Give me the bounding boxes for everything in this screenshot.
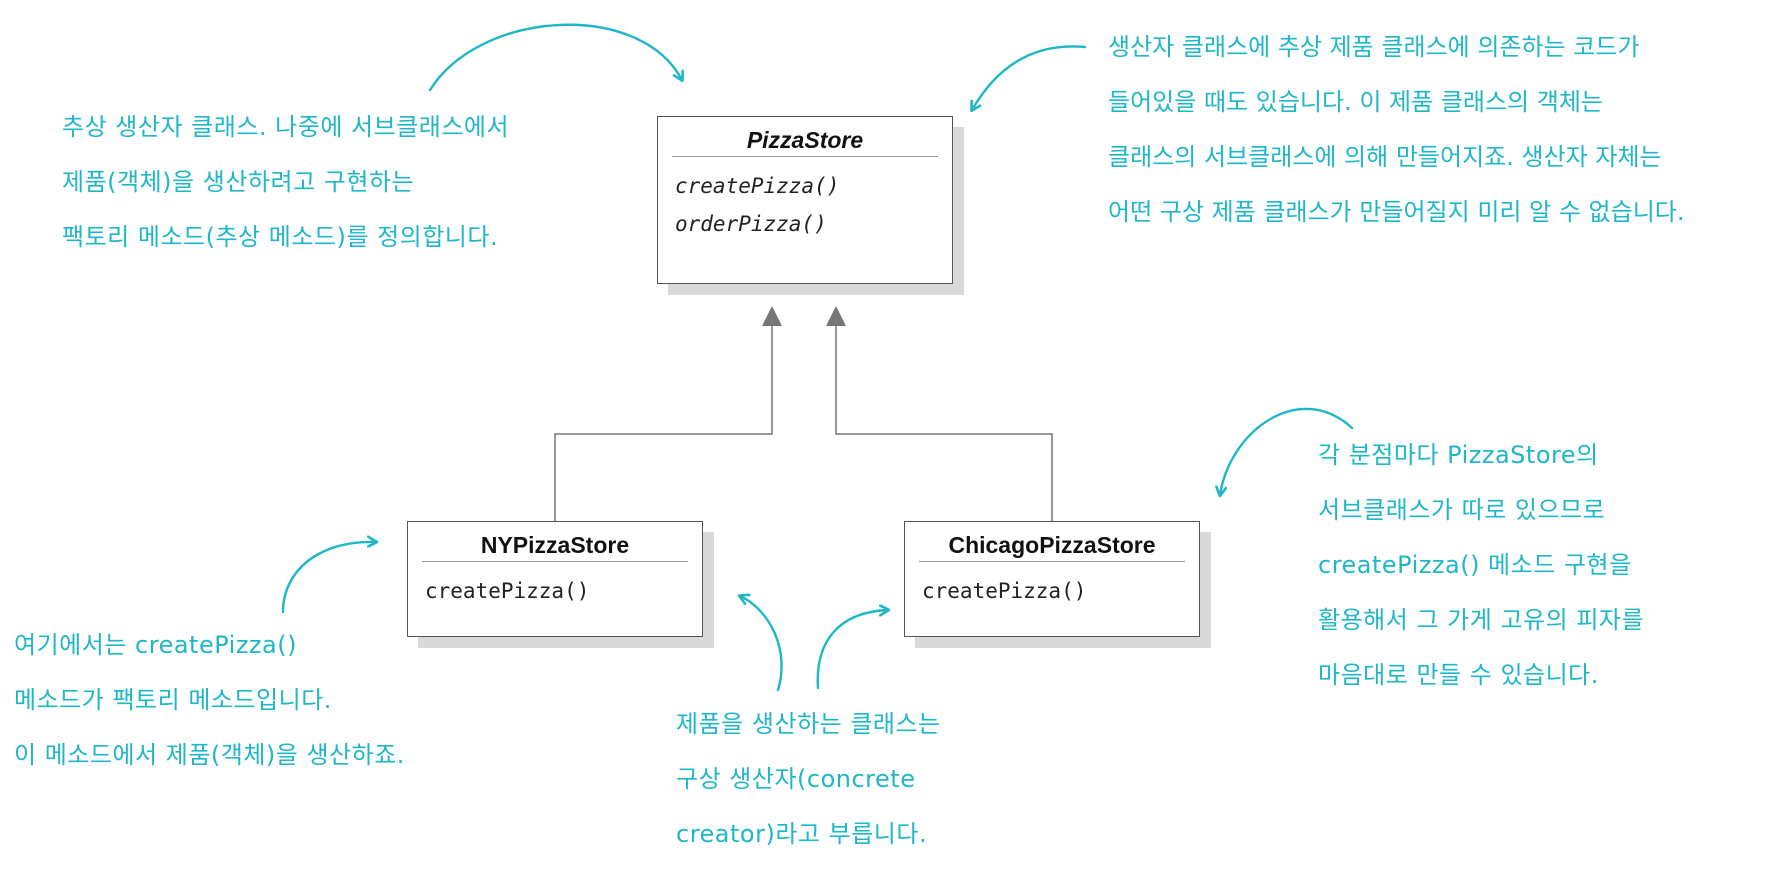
class-ny-pizza-store: NYPizzaStore createPizza() [407,521,703,637]
method-list: createPizza() [408,562,702,610]
note-line: 마음대로 만들 수 있습니다. [1318,661,1599,689]
note-line: 구상 생산자(concrete [676,765,916,793]
note-line: 여기에서는 createPizza() [14,631,297,659]
note-subclass-per-branch: 각 분점마다 PizzaStore의 서브클래스가 따로 있으므로 create… [1318,428,1644,703]
class-name: PizzaStore [672,117,938,157]
note-line: 메소드가 팩토리 메소드입니다. [14,686,332,714]
class-chicago-pizza-store: ChicagoPizzaStore createPizza() [904,521,1200,637]
note-line: 활용해서 그 가게 고유의 피자를 [1318,606,1645,634]
note-factory-method: 여기에서는 createPizza() 메소드가 팩토리 메소드입니다. 이 메… [14,618,405,783]
note-line: 이 메소드에서 제품(객체)을 생산하죠. [14,741,405,769]
method-list: createPizza() [905,562,1199,610]
note-line: 어떤 구상 제품 클래스가 만들어질지 미리 알 수 없습니다. [1108,198,1685,226]
note-line: 들어있을 때도 있습니다. 이 제품 클래스의 객체는 [1108,88,1604,116]
note-line: 서브클래스가 따로 있으므로 [1318,496,1606,524]
arrow-subclass-note [1220,407,1354,495]
method-create-pizza: createPizza() [425,579,590,603]
note-creator-dependency: 생산자 클래스에 추상 제품 클래스에 의존하는 코드가 들어있을 때도 있습니… [1108,20,1685,240]
class-name: ChicagoPizzaStore [919,522,1185,562]
arrow-concrete-creator-note-right [816,610,888,690]
note-line: 생산자 클래스에 추상 제품 클래스에 의존하는 코드가 [1108,33,1640,61]
method-order-pizza: orderPizza() [675,212,827,236]
class-name: NYPizzaStore [422,522,688,562]
note-line: 제품(객체)을 생산하려고 구현하는 [62,168,415,196]
arrow-creator-dependency-note [972,45,1087,110]
note-line: creator)라고 부릅니다. [676,820,928,848]
class-pizza-store: PizzaStore createPizza() orderPizza() [657,116,953,284]
method-create-pizza: createPizza() [675,174,840,198]
method-create-pizza: createPizza() [922,579,1087,603]
note-line: 각 분점마다 PizzaStore의 [1318,441,1599,469]
inheritance-arrowhead [762,306,782,326]
inheritance-ny-to-pizzastore [554,306,782,521]
note-line: 팩토리 메소드(추상 메소드)를 정의합니다. [62,223,499,251]
note-concrete-creator: 제품을 생산하는 클래스는 구상 생산자(concrete creator)라고… [676,697,941,862]
note-line: createPizza() 메소드 구현을 [1318,551,1632,579]
arrow-concrete-creator-note-left [740,596,783,692]
arrow-factory-method-note [281,542,376,614]
note-line: 클래스의 서브클래스에 의해 만들어지죠. 생산자 자체는 [1108,143,1662,171]
note-abstract-creator: 추상 생산자 클래스. 나중에 서브클래스에서 제품(객체)을 생산하려고 구현… [62,100,509,265]
inheritance-chicago-to-pizzastore [826,306,1053,521]
method-list: createPizza() orderPizza() [658,157,952,243]
note-line: 제품을 생산하는 클래스는 [676,710,941,738]
note-line: 추상 생산자 클래스. 나중에 서브클래스에서 [62,113,510,141]
inheritance-arrowhead [826,306,846,326]
arrow-abstract-creator-note [428,23,682,92]
